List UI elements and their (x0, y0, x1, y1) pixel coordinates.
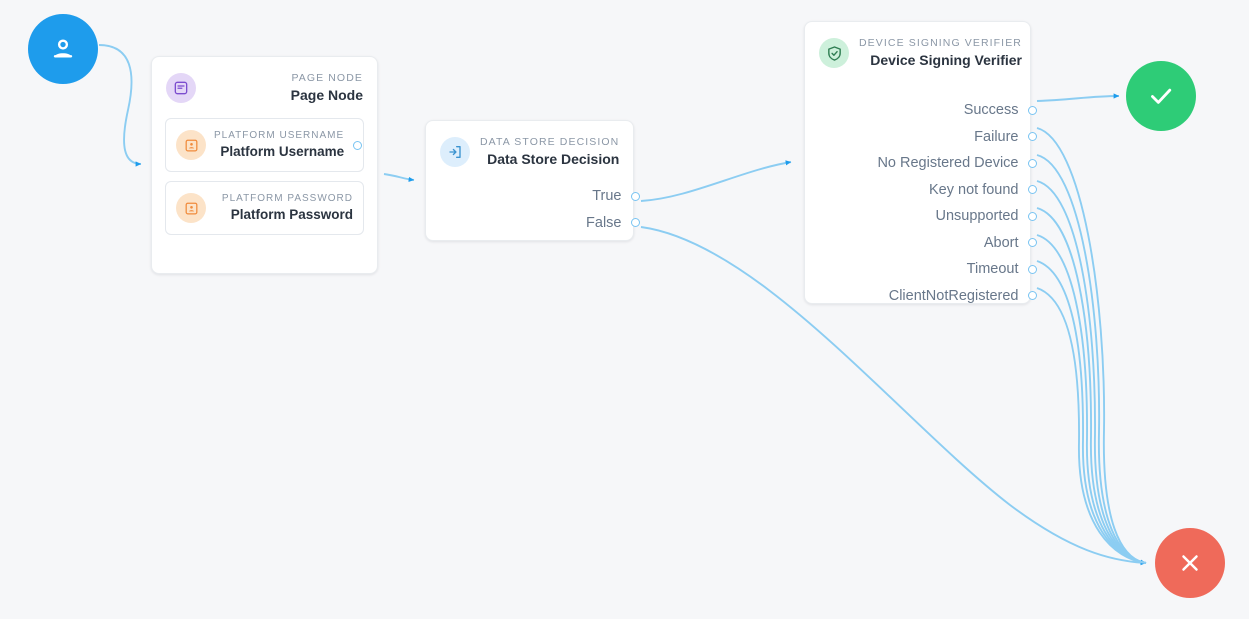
edge-verifier-clientnotregistered-to-failure-node (1036, 287, 1147, 564)
field-platform-username-kicker: PLATFORM USERNAME (214, 129, 345, 141)
port-dot-clientnotregistered[interactable] (1027, 291, 1037, 301)
field-platform-password-title: Platform Password (230, 207, 353, 223)
port-row-success[interactable]: Success (805, 97, 1037, 124)
port-dot-no-registered-device[interactable] (1027, 158, 1037, 168)
verifier-kicker: DEVICE SIGNING VERIFIER (859, 37, 1022, 49)
field-platform-password[interactable]: PLATFORM PASSWORD Platform Password (165, 181, 364, 236)
id-card-icon (176, 193, 206, 224)
port-row-true[interactable]: True (426, 183, 640, 210)
sign-in-arrow-icon (440, 137, 470, 168)
edge-verifier-timeout-to-failure-node (1036, 260, 1147, 564)
page-node-title: Page Node (290, 87, 363, 104)
decision-kicker: DATA STORE DECISION (480, 136, 620, 148)
close-x-icon (1182, 555, 1198, 571)
edge-verifier-no-registered-device-to-failure-node (1036, 154, 1147, 564)
port-dot-unsupported[interactable] (1027, 211, 1037, 221)
port-row-clientnotregistered[interactable]: ClientNotRegistered (805, 283, 1037, 310)
start-node[interactable] (28, 14, 98, 84)
edge-verifier-key-not-found-to-failure-node (1036, 180, 1147, 564)
edge-decision-true-to-verifier (640, 160, 792, 202)
decision-header: DATA STORE DECISION Data Store Decision (426, 121, 633, 173)
port-row-false[interactable]: False (426, 210, 640, 237)
edge-verifier-abort-to-failure-node (1036, 234, 1147, 564)
field-platform-username-title: Platform Username (220, 144, 345, 160)
port-dot-failure[interactable] (1027, 132, 1037, 142)
verifier-title: Device Signing Verifier (870, 52, 1022, 69)
edge-verifier-success-to-success-node (1036, 93, 1120, 102)
data-store-decision-card[interactable]: DATA STORE DECISION Data Store Decision … (425, 120, 640, 241)
port-label-no-registered-device: No Registered Device (877, 155, 1019, 171)
shield-check-icon (819, 38, 849, 69)
device-signing-verifier-card[interactable]: DEVICE SIGNING VERIFIER Device Signing V… (804, 21, 1037, 304)
edge-page-node-to-decision (383, 173, 415, 183)
port-label-timeout: Timeout (966, 261, 1019, 277)
failure-node[interactable] (1155, 528, 1225, 598)
edge-decision-false-to-failure (640, 226, 1147, 566)
port-dot-key-not-found[interactable] (1027, 185, 1037, 195)
page-node-header: PAGE NODE Page Node (152, 57, 377, 109)
port-label-success: Success (963, 102, 1019, 118)
page-document-icon (166, 73, 196, 104)
page-node-card[interactable]: PAGE NODE Page Node PLATFORM USERNAME Pl… (151, 56, 378, 274)
port-row-unsupported[interactable]: Unsupported (805, 203, 1037, 230)
port-platform-username-out[interactable] (353, 140, 363, 150)
port-dot-abort[interactable] (1027, 238, 1037, 248)
verifier-header: DEVICE SIGNING VERIFIER Device Signing V… (805, 22, 1030, 74)
port-label-true: True (592, 188, 622, 204)
check-icon (1151, 88, 1172, 104)
verifier-output-ports: Success Failure No Registered Device Key… (805, 97, 1037, 310)
port-row-timeout[interactable]: Timeout (805, 256, 1037, 283)
port-dot-true[interactable] (630, 191, 640, 201)
port-label-failure: Failure (974, 128, 1019, 145)
port-dot-false[interactable] (630, 218, 640, 228)
decision-output-ports: True False (426, 183, 640, 237)
port-row-no-registered-device[interactable]: No Registered Device (805, 150, 1037, 177)
port-row-abort[interactable]: Abort (805, 230, 1037, 257)
port-label-unsupported: Unsupported (935, 208, 1019, 224)
edge-verifier-unsupported-to-failure-node (1036, 207, 1147, 564)
port-dot-timeout[interactable] (1027, 264, 1037, 274)
port-row-failure[interactable]: Failure (805, 124, 1037, 151)
port-row-key-not-found[interactable]: Key not found (805, 177, 1037, 204)
edge-start-to-page-node (98, 44, 142, 167)
port-dot-success[interactable] (1027, 105, 1037, 115)
port-label-false: False (586, 214, 622, 231)
page-node-kicker: PAGE NODE (291, 72, 363, 84)
id-card-icon (176, 130, 206, 161)
port-label-key-not-found: Key not found (929, 181, 1019, 198)
port-label-clientnotregistered: ClientNotRegistered (888, 287, 1019, 304)
field-platform-password-kicker: PLATFORM PASSWORD (221, 192, 353, 204)
success-node[interactable] (1126, 61, 1196, 131)
field-platform-username[interactable]: PLATFORM USERNAME Platform Username (165, 118, 364, 173)
port-label-abort: Abort (983, 234, 1019, 251)
decision-title: Data Store Decision (487, 151, 620, 168)
edge-verifier-failure-to-failure-node (1036, 127, 1147, 565)
user-avatar-icon (53, 39, 73, 58)
